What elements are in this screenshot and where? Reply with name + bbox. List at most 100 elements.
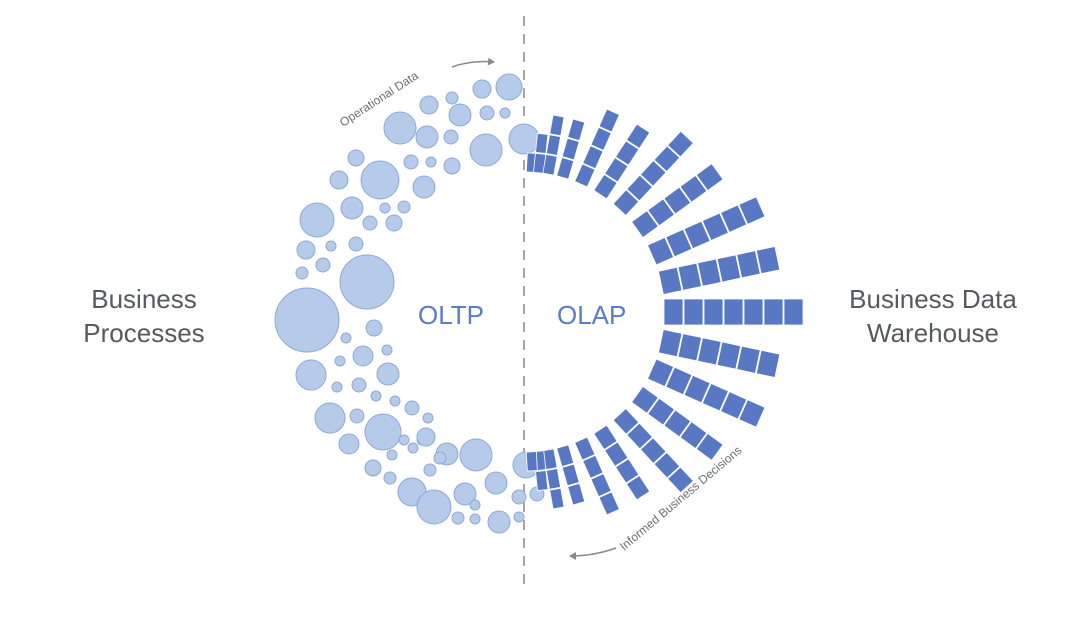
olap-block-row xyxy=(542,114,565,176)
olap-block-row xyxy=(631,163,724,239)
olap-block xyxy=(639,437,667,464)
olap-block-row xyxy=(525,451,538,472)
olap-block xyxy=(783,298,804,326)
olap-block xyxy=(755,246,781,275)
oltp-bubble xyxy=(433,451,447,465)
oltp-bubble xyxy=(389,395,401,407)
olap-block xyxy=(626,174,653,202)
olap-block-row xyxy=(612,407,694,494)
oltp-bubble xyxy=(412,175,436,199)
olap-block-row xyxy=(657,329,781,378)
olap-block xyxy=(625,123,651,150)
oltp-bubble xyxy=(451,511,465,525)
olap-block xyxy=(679,174,708,203)
oltp-bubble xyxy=(472,79,492,99)
oltp-bubble xyxy=(448,103,472,127)
olap-block-row xyxy=(574,108,620,188)
olap-block xyxy=(763,298,784,326)
olap-block xyxy=(695,163,724,192)
olap-block xyxy=(631,385,659,414)
olap-block xyxy=(639,160,667,187)
olap-block xyxy=(646,358,675,388)
oltp-bubble xyxy=(351,377,367,393)
oltp-bubble xyxy=(325,240,337,252)
oltp-bubble-cluster xyxy=(274,73,545,534)
olap-block-row xyxy=(657,246,781,295)
olap-block xyxy=(738,399,766,428)
oltp-bubble xyxy=(329,170,349,190)
oltp-bubble xyxy=(295,359,327,391)
oltp-bubble xyxy=(360,160,400,200)
oltp-bubble xyxy=(385,214,403,232)
oltp-bubble xyxy=(274,287,340,353)
oltp-bubble xyxy=(453,482,477,506)
oltp-bubble xyxy=(376,362,400,386)
olap-block xyxy=(743,298,764,326)
olap-block xyxy=(574,163,596,188)
olap-block xyxy=(697,337,722,366)
oltp-bubble xyxy=(315,257,331,273)
olap-block-row xyxy=(574,436,620,516)
olap-label: OLAP xyxy=(557,300,627,330)
olap-block xyxy=(647,198,676,227)
olap-block xyxy=(615,140,640,166)
olap-block xyxy=(653,145,681,173)
oltp-bubble xyxy=(397,200,411,214)
olap-block xyxy=(631,210,659,239)
olap-block xyxy=(545,134,562,156)
olap-block xyxy=(755,349,781,378)
olap-block-cluster xyxy=(525,108,804,516)
business-data-warehouse-line1: Business Data xyxy=(849,284,1017,314)
olap-block-row xyxy=(631,385,724,461)
informed-decisions-arrow xyxy=(569,547,617,560)
oltp-bubble xyxy=(296,240,316,260)
oltp-bubble xyxy=(299,202,335,238)
olap-block-row xyxy=(556,444,586,506)
olap-block xyxy=(703,298,724,326)
olap-block xyxy=(647,397,676,426)
olap-block-row xyxy=(593,424,651,501)
oltp-bubble xyxy=(364,413,402,451)
oltp-bubble xyxy=(479,105,495,121)
olap-block xyxy=(556,156,575,180)
olap-block xyxy=(598,108,620,133)
oltp-bubble xyxy=(340,196,364,220)
olap-block xyxy=(697,258,722,287)
oltp-bubble xyxy=(314,402,346,434)
oltp-bubble xyxy=(349,408,365,424)
olap-block xyxy=(604,157,629,183)
olap-block xyxy=(663,409,692,438)
oltp-bubble xyxy=(295,266,309,280)
olap-block xyxy=(593,173,618,200)
olap-block-row xyxy=(533,133,549,174)
business-data-warehouse-line2: Warehouse xyxy=(867,318,999,348)
business-processes-line2: Processes xyxy=(83,318,205,348)
olap-block xyxy=(561,137,580,161)
operational-data-arrow xyxy=(451,57,495,68)
oltp-bubble xyxy=(484,471,508,495)
olap-block xyxy=(561,463,580,487)
olap-block xyxy=(615,458,640,484)
olap-block xyxy=(683,374,711,404)
oltp-bubble xyxy=(469,133,503,167)
olap-block xyxy=(695,432,724,461)
olap-block xyxy=(612,189,640,217)
olap-block xyxy=(701,212,729,242)
oltp-bubble xyxy=(381,344,393,356)
olap-block xyxy=(590,473,612,498)
oltp-bubble xyxy=(513,511,525,523)
olap-block xyxy=(590,126,612,151)
olap-block xyxy=(665,228,693,258)
olap-block xyxy=(663,298,684,326)
olap-block xyxy=(625,474,651,501)
oltp-bubble xyxy=(419,95,439,115)
olap-block xyxy=(723,298,744,326)
oltp-bubble xyxy=(340,332,352,344)
olap-block xyxy=(535,470,549,491)
olap-block xyxy=(612,407,640,435)
olap-block xyxy=(677,333,703,362)
olap-block xyxy=(667,466,694,494)
olap-block-row xyxy=(663,298,804,326)
olap-block-row xyxy=(646,358,766,428)
